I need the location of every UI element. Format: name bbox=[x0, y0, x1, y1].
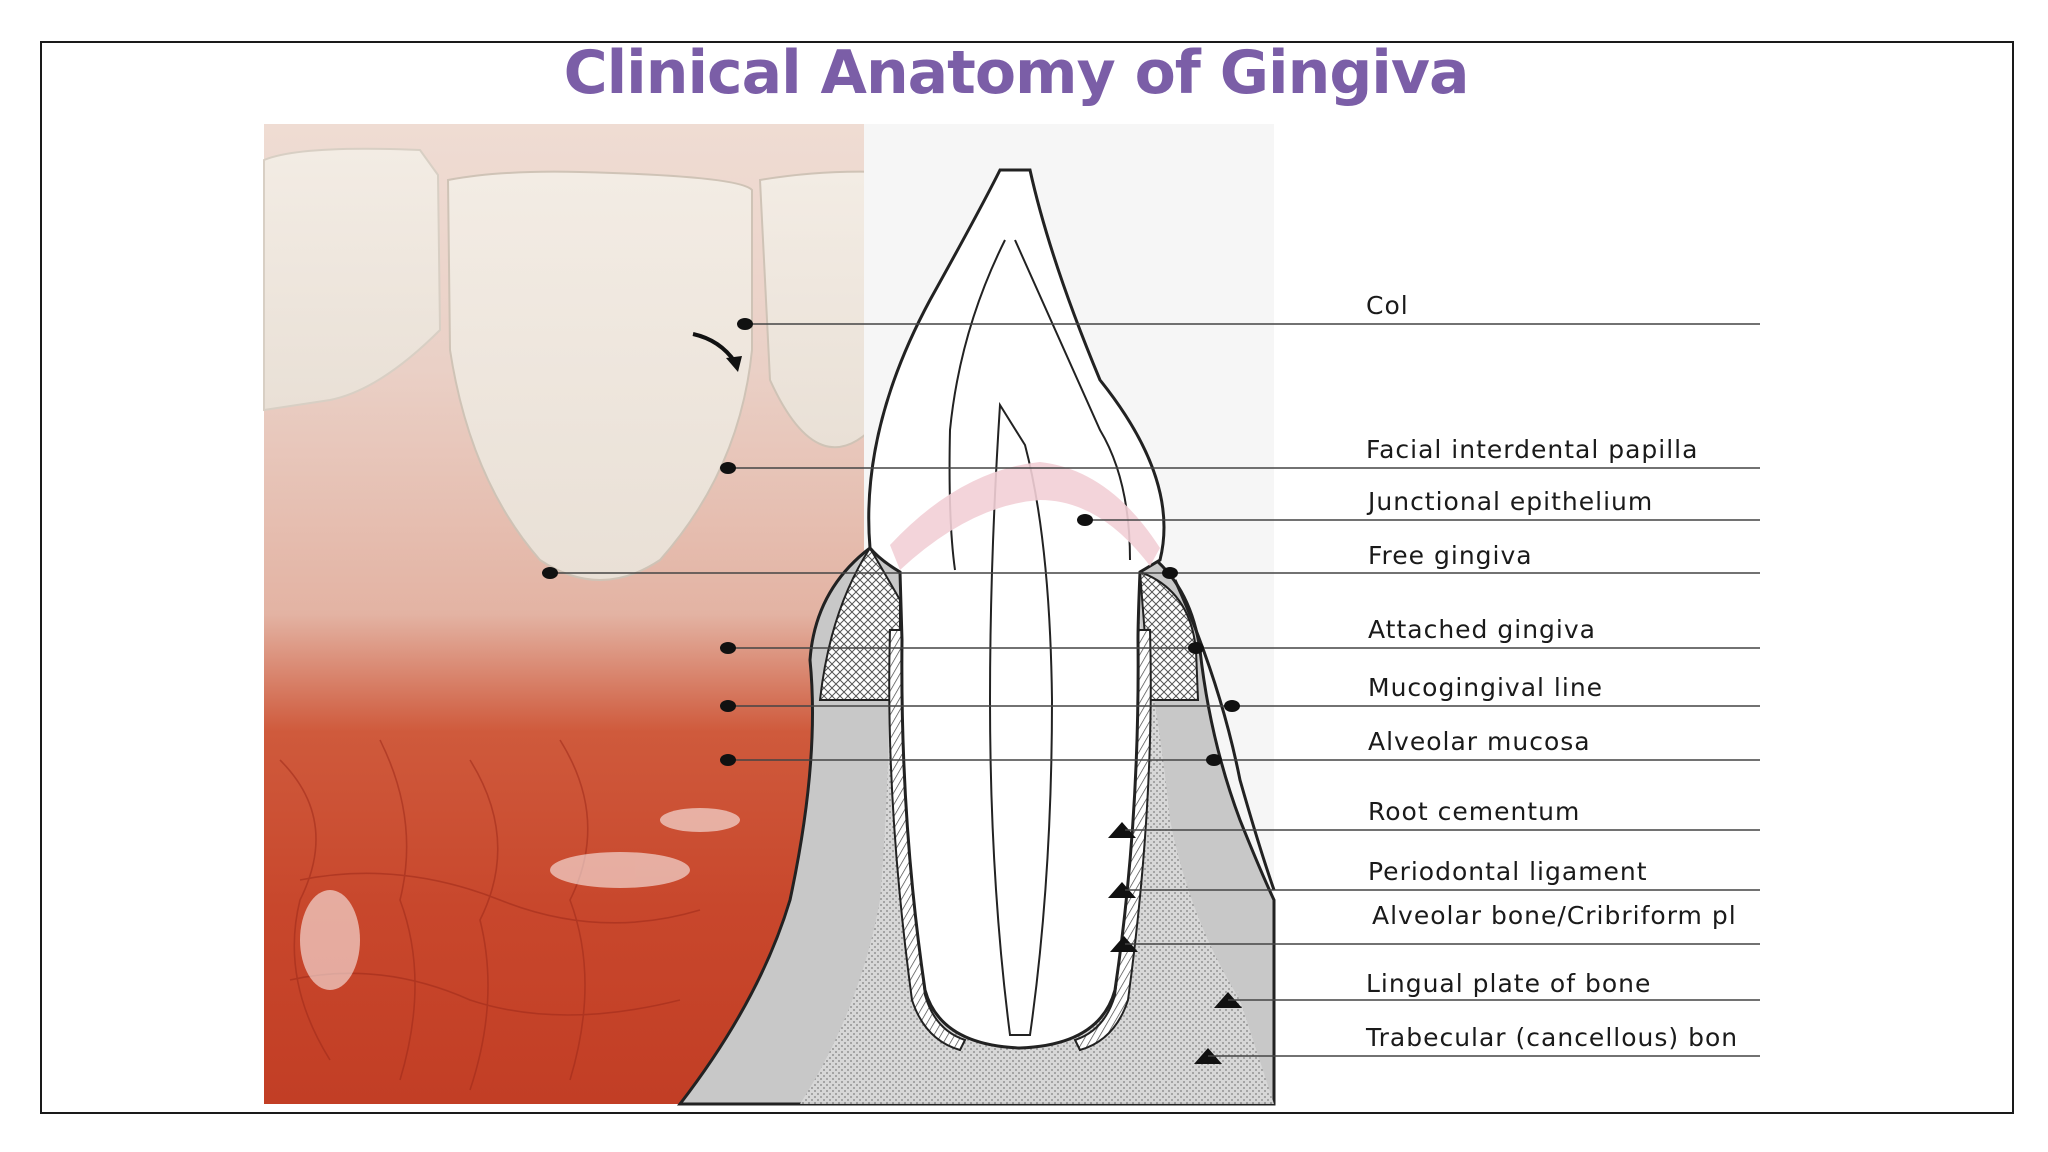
label-junctional-epithelium: Junctional epithelium bbox=[1366, 487, 1653, 516]
label-periodontal-ligament: Periodontal ligament bbox=[1368, 857, 1648, 886]
label-dots bbox=[542, 318, 1240, 766]
slide-title: Clinical Anatomy of Gingiva bbox=[0, 38, 2048, 108]
label-list: Col Facial interdental papilla Junctiona… bbox=[1365, 291, 1738, 1052]
label-mucogingival-line: Mucogingival line bbox=[1368, 673, 1603, 702]
label-lingual-plate-of-bone: Lingual plate of bone bbox=[1366, 969, 1651, 998]
tooth-cross-section bbox=[676, 124, 1276, 1106]
slide-title-text: Clinical Anatomy of Gingiva bbox=[563, 38, 1470, 108]
label-root-cementum: Root cementum bbox=[1368, 797, 1580, 826]
slide-frame bbox=[40, 41, 2014, 1114]
label-alveolar-mucosa: Alveolar mucosa bbox=[1368, 727, 1591, 756]
label-facial-interdental-papilla: Facial interdental papilla bbox=[1366, 435, 1698, 464]
label-attached-gingiva: Attached gingiva bbox=[1368, 615, 1596, 644]
clinical-photo bbox=[263, 124, 1274, 1104]
leader-lines bbox=[550, 323, 1760, 1057]
label-trabecular-bone: Trabecular (cancellous) bon bbox=[1365, 1023, 1738, 1052]
label-alveolar-bone-cribriform: Alveolar bone/Cribriform pl bbox=[1372, 901, 1737, 930]
label-free-gingiva: Free gingiva bbox=[1368, 541, 1533, 570]
label-col: Col bbox=[1366, 291, 1409, 320]
label-clip-mask bbox=[1762, 120, 2012, 1110]
